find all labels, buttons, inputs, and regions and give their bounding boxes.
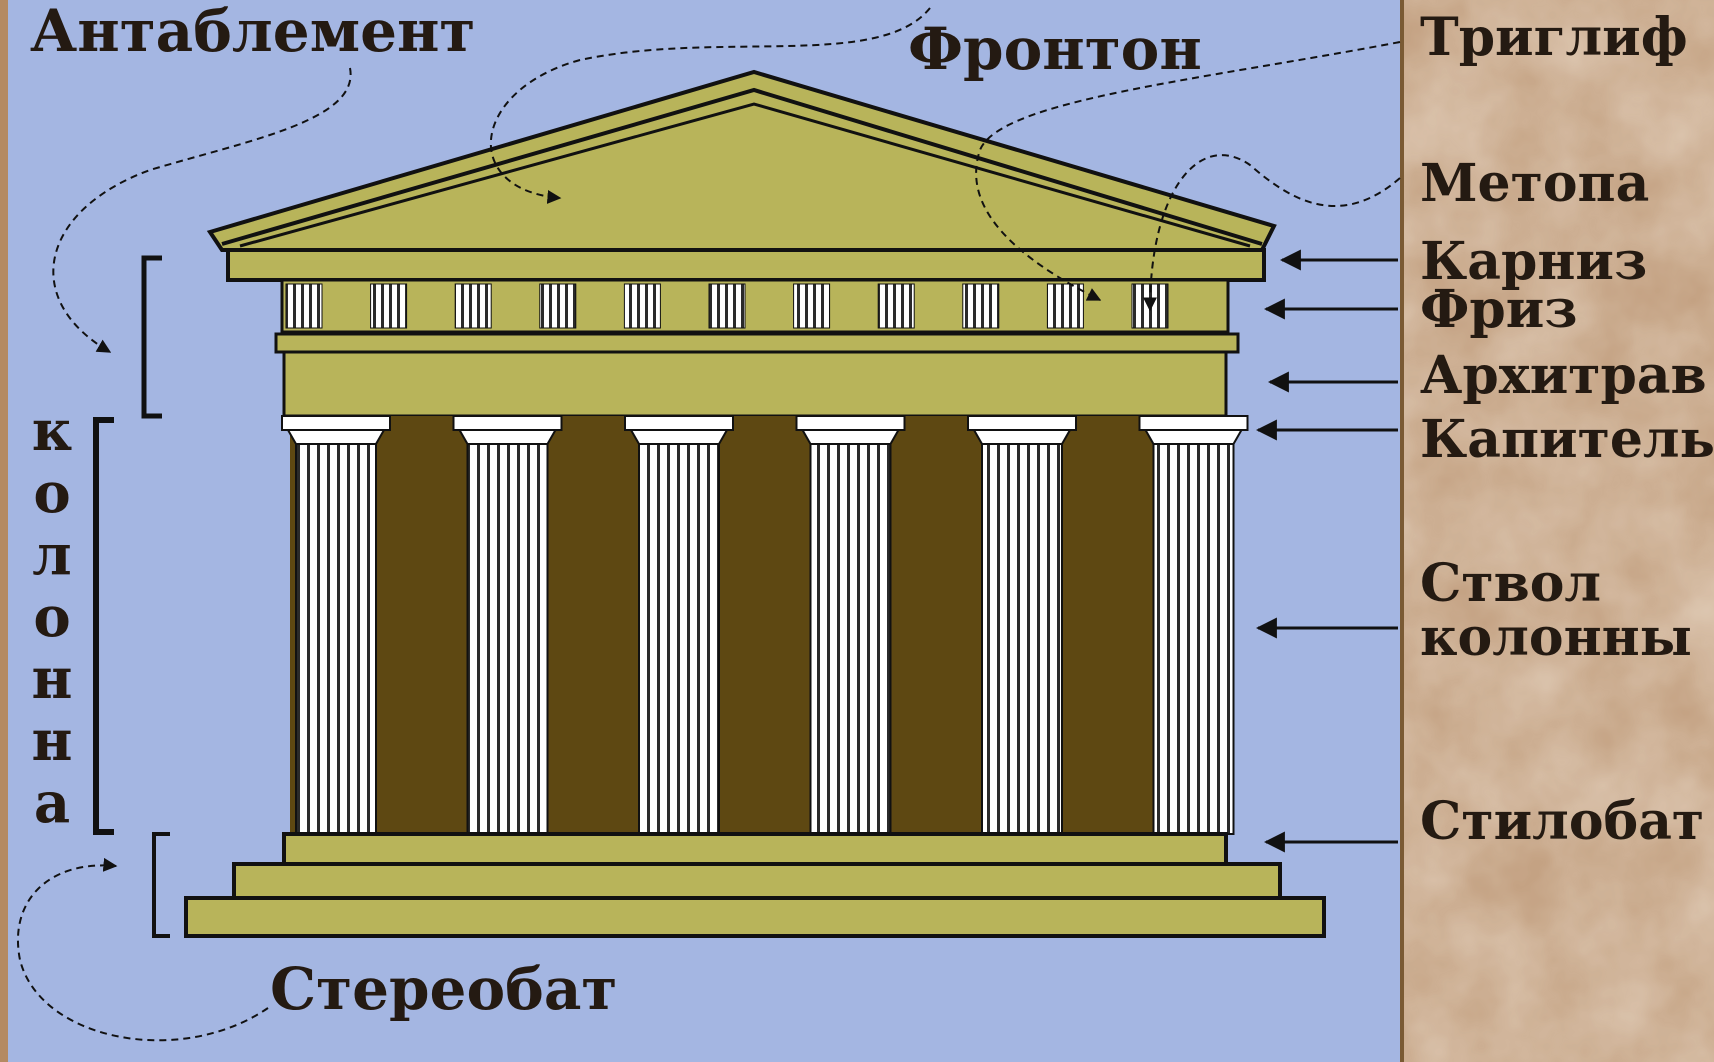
triglyph bbox=[623, 283, 661, 329]
label-frieze: Фриз bbox=[1420, 279, 1578, 340]
columns bbox=[281, 415, 1249, 835]
temple-interior bbox=[290, 416, 1220, 834]
triglyph bbox=[793, 283, 831, 329]
column-abacus bbox=[281, 415, 391, 431]
column-abacus bbox=[624, 415, 734, 431]
triglyph bbox=[454, 283, 492, 329]
frieze-shape bbox=[280, 278, 1230, 334]
column-letter: а bbox=[33, 770, 71, 836]
label-pediment: Фронтон bbox=[908, 15, 1202, 83]
column-echinus bbox=[972, 429, 1072, 445]
column-shaft bbox=[295, 443, 377, 835]
column bbox=[624, 415, 734, 835]
label-triglyph: Триглиф bbox=[1420, 7, 1688, 68]
architrave-band bbox=[274, 332, 1240, 354]
column-shaft bbox=[638, 443, 720, 835]
column-echinus bbox=[1143, 429, 1244, 445]
label-metope: Метопа bbox=[1420, 153, 1650, 214]
column bbox=[281, 415, 391, 835]
column-shaft bbox=[1152, 443, 1235, 835]
column bbox=[795, 415, 906, 835]
stereobate-bracket bbox=[152, 832, 170, 938]
stylobate-shape bbox=[282, 832, 1228, 866]
pediment-shape bbox=[206, 69, 1277, 252]
label-stereobate: Стереобат bbox=[270, 955, 618, 1023]
step-bottom bbox=[184, 896, 1326, 938]
column-shaft bbox=[981, 443, 1063, 835]
column-letter: к bbox=[31, 398, 73, 464]
column-abacus bbox=[452, 415, 563, 431]
label-architrave: Архитрав bbox=[1420, 345, 1707, 406]
label-arrows bbox=[1255, 249, 1398, 853]
column-shaft bbox=[809, 443, 892, 835]
architrave-shape bbox=[282, 350, 1228, 418]
triglyph bbox=[285, 283, 323, 329]
label-capital: Капитель bbox=[1420, 409, 1714, 470]
column-abacus bbox=[967, 415, 1077, 431]
crepidoma bbox=[184, 832, 1326, 938]
column bbox=[452, 415, 563, 835]
column-echinus bbox=[457, 429, 558, 445]
column-abacus bbox=[1138, 415, 1249, 431]
column bbox=[967, 415, 1077, 835]
column-letter: н bbox=[31, 646, 73, 712]
label-shaft-line1: Ствол bbox=[1420, 553, 1602, 614]
label-entablature: Антаблемент bbox=[30, 0, 476, 65]
label-shaft-line2: колонны bbox=[1420, 607, 1692, 668]
label-column-vertical: к о л о н н а bbox=[22, 400, 82, 834]
label-stylobate: Стилобат bbox=[1420, 791, 1705, 852]
column-echinus bbox=[286, 429, 386, 445]
column-abacus bbox=[795, 415, 906, 431]
triglyph bbox=[539, 283, 577, 329]
triglyph bbox=[708, 283, 746, 329]
entablature-bracket bbox=[141, 255, 162, 419]
step-middle bbox=[232, 862, 1282, 900]
column-letter: л bbox=[32, 522, 72, 588]
column-echinus bbox=[800, 429, 901, 445]
label-cornice: Карниз bbox=[1420, 231, 1648, 292]
column bbox=[1138, 415, 1249, 835]
triglyph bbox=[370, 283, 408, 329]
column-letter: о bbox=[33, 460, 71, 526]
column-shaft bbox=[466, 443, 549, 835]
triglyph bbox=[1046, 283, 1084, 329]
triglyph bbox=[877, 283, 915, 329]
triglyph bbox=[962, 283, 1000, 329]
cornice-shape bbox=[226, 248, 1266, 282]
column-bracket bbox=[93, 417, 114, 835]
column-letter: н bbox=[31, 708, 73, 774]
curved-arrows bbox=[17, 7, 1401, 1042]
column-echinus bbox=[629, 429, 729, 445]
column-letter: о bbox=[33, 584, 71, 650]
